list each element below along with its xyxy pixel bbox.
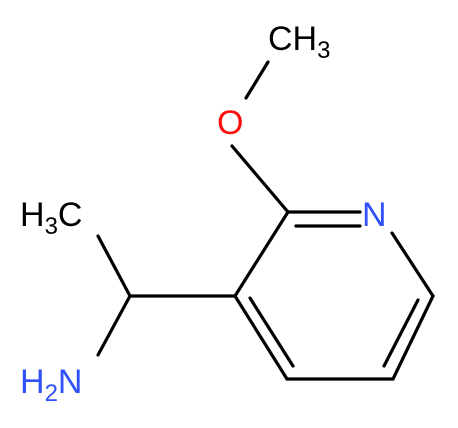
methyl-left-label: H3C (20, 196, 82, 240)
bond-c4-c3-inner (248, 296, 295, 368)
amine-label: H2N (20, 363, 82, 407)
bond-c3-c2 (233, 210, 290, 298)
atom-labels: CH3 O N H3C H2N (20, 20, 387, 407)
bond-calpha-amine (96, 294, 132, 357)
bond-calpha-methyl (96, 234, 132, 298)
oxygen-label: O (217, 104, 243, 142)
methyl-top-label: CH3 (268, 20, 330, 64)
bond-o-c2 (230, 144, 290, 214)
bond-c4-c3 (233, 294, 289, 381)
ring-nitrogen-label: N (362, 196, 387, 234)
bond-c6-c5-inner (382, 298, 420, 368)
bond-n-c6 (390, 231, 435, 298)
bonds (96, 60, 435, 381)
bond-o-methyl (244, 60, 270, 100)
bond-c6-c5 (391, 294, 435, 381)
